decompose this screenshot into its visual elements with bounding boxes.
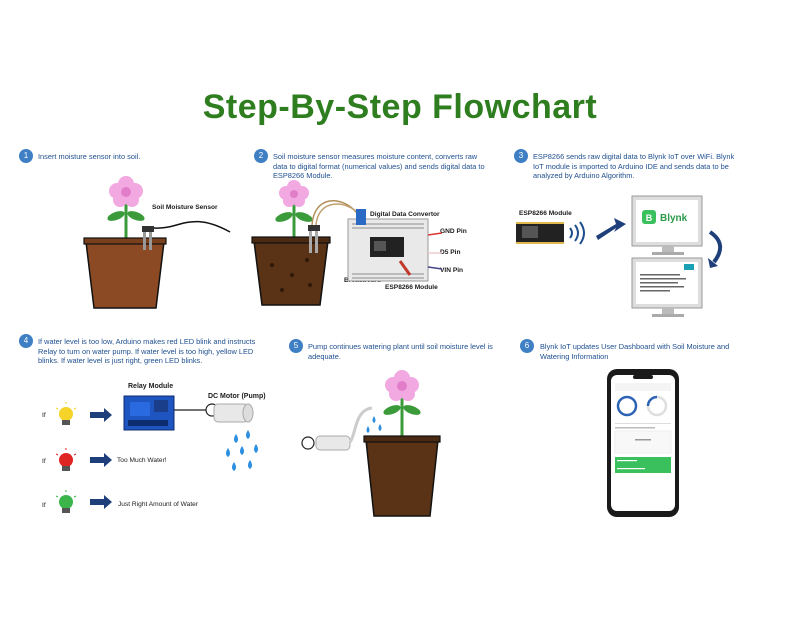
step-4-text: If water level is too low, Arduino makes… [38,337,256,366]
red-led-icon [55,448,77,471]
soil-moisture-sensor-label: Soil Moisture Sensor [152,204,218,211]
page-title: Step-By-Step Flowchart [202,88,598,126]
step-2-text: Soil moisture sensor measures moisture c… [273,152,485,181]
if-label-2: If [42,458,46,465]
step-3-illustration: B Blynk [516,195,722,317]
step-3-text: ESP8266 sends raw digital data to Blynk … [533,152,735,181]
curved-arrow-icon [708,230,722,264]
vin-pin-label: VIN Pin [440,267,464,274]
svg-text:B: B [646,213,653,223]
step-1-text: Insert moisture sensor into soil. [38,152,141,161]
just-right-label: Just Right Amount of Water [118,501,199,508]
blynk-logo-text: Blynk [660,213,688,224]
yellow-led-icon [55,402,77,425]
step-1-badge: 1 [19,149,33,163]
digital-data-convertor-label: Digital Data Convertor [370,211,440,218]
flower-icon [385,370,419,401]
arrow-right-icon [90,453,112,467]
step-4-illustration [55,395,258,513]
wifi-icon [569,221,585,245]
step-2-badge: 2 [254,149,268,163]
if-label-1: If [42,412,46,419]
dc-motor-label: DC Motor (Pump) [208,393,266,400]
phone-dashboard-illustration [607,369,679,517]
step-6-badge: 6 [520,339,534,353]
too-much-water-label: Too Much Water! [117,457,167,464]
step-5-text: Pump continues watering plant until soil… [308,342,493,361]
water-drops-icon [366,416,382,433]
step-3-badge: 3 [514,149,528,163]
arrow-right-icon [90,408,112,422]
arrow-right-icon [90,495,112,509]
arrow-right-icon [596,218,626,240]
relay-module-label: Relay Module [128,383,174,390]
step-1-illustration [83,176,231,309]
flower-icon [109,176,143,207]
water-drops-icon [226,430,258,471]
d5-pin-label: D5 Pin [440,249,461,256]
gnd-pin-label: GND Pin [440,228,467,235]
step-5-badge: 5 [289,339,303,353]
esp8266-module-label-2: ESP8266 Module [385,284,438,291]
monitor-icon [631,195,703,255]
green-led-icon [55,490,77,513]
step-4-badge: 4 [19,334,33,348]
flower-icon [279,180,309,207]
if-label-3: If [42,502,46,509]
step-5-illustration [301,370,441,517]
step-6-text: Blynk IoT updates User Dashboard with So… [540,342,730,361]
step-2-illustration [251,180,443,306]
esp8266-module-label-3: ESP8266 Module [519,210,572,217]
